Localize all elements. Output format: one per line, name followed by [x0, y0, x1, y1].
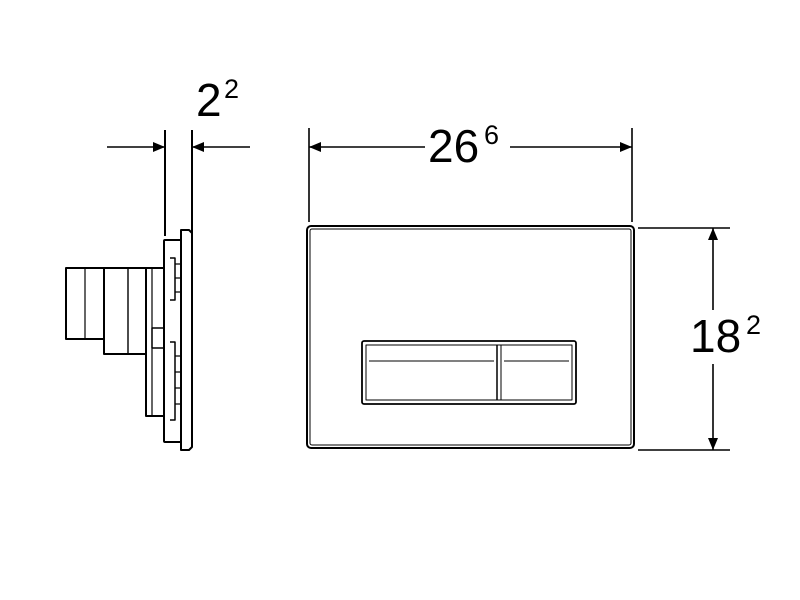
side-plate-profile: [180, 229, 193, 451]
height-value: 18: [690, 310, 741, 362]
side-frame-clips: [175, 263, 181, 405]
front-plate-outline: [306, 225, 635, 449]
flush-button-inner-frame: [365, 344, 573, 401]
flush-button-frame: [361, 340, 577, 405]
side-actuator-collar: [103, 267, 147, 355]
width-label: 26 6: [428, 120, 499, 172]
depth-label: 2 2: [196, 74, 239, 126]
side-view: [65, 130, 250, 451]
side-actuator-body: [145, 267, 165, 417]
side-frame-detail: [170, 257, 176, 421]
width-superscript: 6: [484, 120, 499, 150]
height-label: 18 2: [690, 310, 761, 362]
side-spring-pin: [151, 327, 165, 349]
front-plate-inner-edge: [309, 228, 632, 446]
front-view: [306, 128, 730, 451]
width-value: 26: [428, 120, 479, 172]
depth-superscript: 2: [224, 74, 239, 104]
height-superscript: 2: [746, 310, 761, 340]
side-mounting-frame: [163, 239, 182, 443]
depth-value: 2: [196, 74, 222, 126]
